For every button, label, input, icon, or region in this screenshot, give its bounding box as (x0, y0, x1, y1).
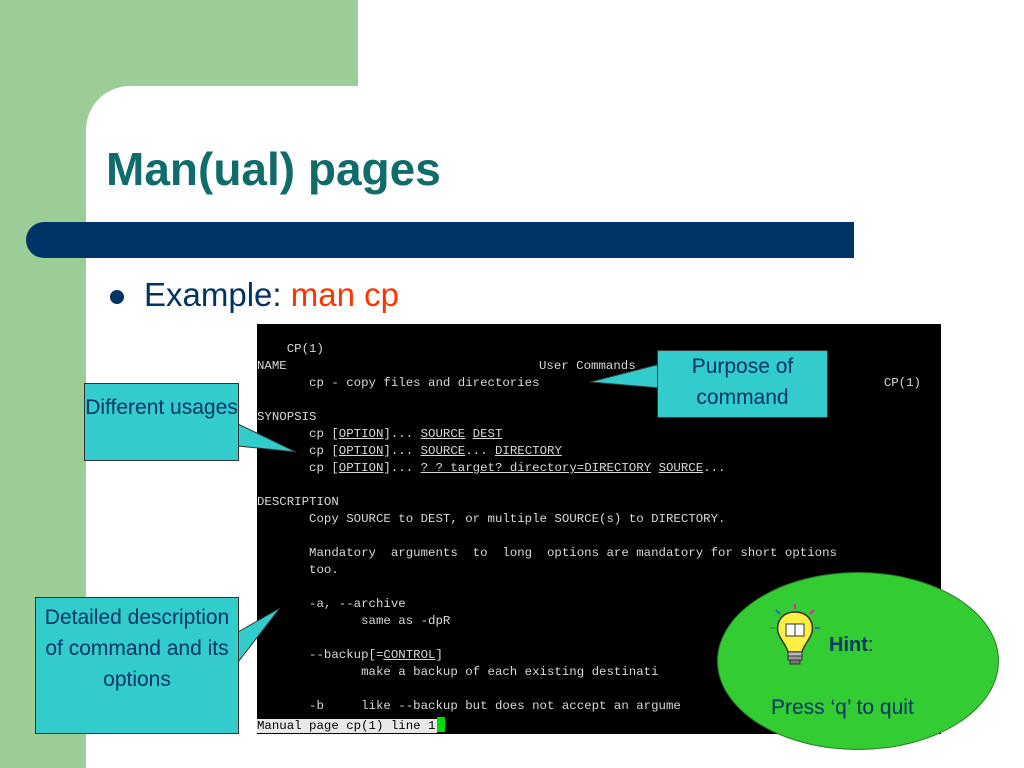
man-header: CP(1) User Commands CP(1) (257, 324, 941, 390)
synopsis-line: cp [OPTION]... SOURCE... DIRECTORY (257, 444, 562, 458)
synopsis-heading: SYNOPSIS (257, 410, 317, 424)
name-line: cp - copy files and directories (257, 376, 540, 390)
pager-status-text: Manual page cp(1) line 1 (257, 719, 438, 733)
hint-bubble (717, 572, 999, 750)
name-heading: NAME (257, 359, 287, 373)
synopsis-line: cp [OPTION]... ? ? target? directory=DIR… (257, 461, 726, 475)
example-prefix: Example: (144, 276, 291, 313)
synopsis-line: cp [OPTION]... SOURCE DEST (257, 427, 503, 441)
description-heading: DESCRIPTION (257, 495, 339, 509)
header-right: CP(1) (883, 376, 921, 390)
example-command: man cp (290, 276, 399, 313)
header-left: CP(1) (286, 342, 324, 356)
lightbulb-icon (770, 604, 820, 665)
callout-usages: Different usages (84, 383, 239, 461)
option-b: -b like --backup but does not accept an … (257, 699, 681, 713)
example-line: Example: man cp (144, 276, 399, 314)
description-line: too. (257, 563, 339, 577)
callout-purpose: Purpose of command (657, 350, 828, 418)
terminal-cursor (437, 717, 446, 732)
bullet-dot (110, 290, 124, 304)
header-center: User Commands (539, 359, 636, 373)
hint-label: Hint: (829, 634, 874, 656)
slide-title: Man(ual) pages (106, 143, 441, 195)
option-archive: -a, --archive (257, 597, 406, 611)
callout-detailed: Detailed description of command and its … (35, 597, 239, 734)
option-backup-desc: make a backup of each existing destinati (257, 665, 659, 679)
description-line: Mandatory arguments to long options are … (257, 546, 837, 560)
option-archive-desc: same as -dpR (257, 614, 451, 628)
option-backup: --backup[=CONTROL] (257, 648, 443, 662)
description-line: Copy SOURCE to DEST, or multiple SOURCE(… (257, 512, 726, 526)
title-divider-bar (26, 222, 854, 258)
hint-text: Press ‘q’ to quit (771, 696, 914, 719)
